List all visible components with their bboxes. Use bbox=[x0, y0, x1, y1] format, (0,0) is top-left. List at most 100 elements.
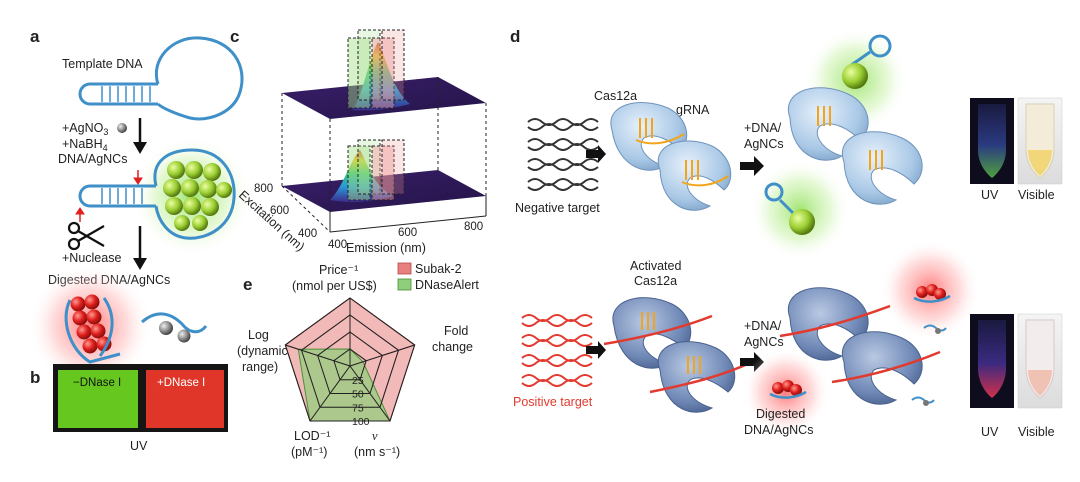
axis-nu-label: ν bbox=[372, 429, 378, 443]
template-dna-hairpin bbox=[78, 36, 244, 121]
agncs-label-2: AgNCs bbox=[744, 335, 784, 349]
probe-green-1 bbox=[842, 34, 892, 89]
cas12a-complex-neg-2 bbox=[657, 140, 732, 211]
visible-tube-positive bbox=[1017, 313, 1063, 409]
legend-label-dnasealert: DNaseAlert bbox=[415, 278, 479, 292]
panel-b: −DNase I +DNase I UV bbox=[53, 364, 228, 453]
radar-grid-overlay bbox=[284, 297, 416, 422]
axis-log-label-2: (dynamic bbox=[237, 344, 288, 358]
plus-dnase-label: +DNase I bbox=[157, 377, 205, 389]
axis-price-unit: (nmol per US$) bbox=[292, 279, 377, 293]
panel-label-b: b bbox=[30, 368, 40, 387]
uv-tube-negative bbox=[970, 98, 1014, 184]
nuclease-label: +Nuclease bbox=[62, 251, 121, 265]
arrow-down-1 bbox=[133, 118, 147, 154]
digested-cluster-1 bbox=[913, 284, 951, 303]
radar-spoke-2 bbox=[349, 365, 391, 422]
minus-dnase-sample bbox=[58, 370, 138, 428]
digested-d-label-2: DNA/AgNCs bbox=[744, 423, 813, 437]
legend-swatch-subak2 bbox=[397, 262, 412, 275]
activated-label-2: Cas12a bbox=[634, 274, 677, 288]
panel-label-a: a bbox=[30, 27, 40, 46]
panel-d: Negative target Cas12a gRNA +DNA/ AgNCs bbox=[513, 28, 1063, 439]
nabh4-label: +NaBH4 bbox=[62, 137, 108, 153]
cas12a-label: Cas12a bbox=[594, 89, 637, 103]
axis-price-label: Price⁻¹ bbox=[319, 263, 358, 277]
uv-tube-positive bbox=[970, 314, 1014, 408]
positive-target-label: Positive target bbox=[513, 395, 593, 409]
red-highlight-box-upper bbox=[371, 29, 405, 109]
lower-peak bbox=[330, 150, 394, 203]
released-fragments-d bbox=[911, 324, 947, 406]
panel-label-d: d bbox=[510, 27, 520, 46]
radar-tick-75: 75 bbox=[352, 402, 364, 414]
cas12a-complex-intact-1 bbox=[787, 87, 869, 161]
digested-cluster-2 bbox=[769, 380, 807, 399]
plus-dna-label: +DNA/ bbox=[744, 121, 782, 135]
axis-lod-label: LOD⁻¹ bbox=[294, 429, 330, 443]
visible-label-d-1: Visible bbox=[1018, 188, 1055, 202]
cut-site-arrows bbox=[75, 170, 143, 222]
template-dna-label: Template DNA bbox=[62, 57, 143, 71]
radar-tick-50: 50 bbox=[352, 389, 364, 401]
uv-label-d-1: UV bbox=[981, 188, 999, 202]
activated-cas12a-3 bbox=[779, 287, 891, 361]
panel-label-c: c bbox=[230, 27, 239, 46]
silver-ion-sphere bbox=[117, 123, 127, 133]
visible-tube-negative bbox=[1017, 97, 1063, 185]
axis-fold-label: Fold bbox=[444, 324, 468, 338]
agno3-label: +AgNO3 bbox=[62, 121, 108, 137]
radar-tick-100: 100 bbox=[352, 416, 370, 428]
upper-peak bbox=[352, 42, 410, 111]
radar-spoke-4 bbox=[285, 344, 351, 367]
legend-label-subak2: Subak-2 bbox=[415, 262, 462, 276]
red-highlight-box-lower bbox=[371, 139, 405, 201]
radar-spoke-3 bbox=[309, 365, 351, 422]
scissors-icon bbox=[67, 221, 105, 251]
radar-legend: Subak-2 DNaseAlert bbox=[397, 262, 479, 292]
activated-cas12a-1 bbox=[603, 297, 713, 369]
radar-ring-25 bbox=[333, 348, 367, 381]
emission-tick-800: 800 bbox=[464, 221, 483, 233]
emission-tick-600: 600 bbox=[398, 227, 417, 239]
axis-lod-unit: (pM⁻¹) bbox=[291, 445, 327, 459]
excitation-tick-600: 600 bbox=[270, 205, 289, 217]
cas12a-complex-neg-1 bbox=[610, 102, 688, 171]
agncs-label: AgNCs bbox=[744, 137, 784, 151]
axis-fold-label-2: change bbox=[432, 340, 473, 354]
axis-log-label: Log bbox=[248, 328, 269, 342]
red-silver-cluster bbox=[64, 294, 121, 364]
red-glow bbox=[28, 264, 152, 388]
arrow-right-neg bbox=[586, 145, 606, 163]
dna-agncs-label: DNA/AgNCs bbox=[58, 152, 127, 166]
positive-target-dna bbox=[521, 314, 593, 387]
plus-dna-label-2: +DNA/ bbox=[744, 319, 782, 333]
grna-label: gRNA bbox=[676, 103, 710, 117]
radar-ring-50 bbox=[317, 331, 383, 395]
activated-label: Activated bbox=[630, 259, 681, 273]
panel-c: 800 600 400 400 600 800 Excitation (nm) … bbox=[236, 29, 487, 255]
uv-label-d-2: UV bbox=[981, 425, 999, 439]
radar-ring-75 bbox=[300, 314, 400, 408]
axis-frame bbox=[281, 185, 487, 233]
arrow-right-pos bbox=[586, 341, 606, 359]
arrow-down-2 bbox=[133, 226, 147, 270]
excitation-tick-800: 800 bbox=[254, 183, 273, 195]
excitation-tick-400: 400 bbox=[298, 228, 317, 240]
digested-d-label: Digested bbox=[756, 407, 805, 421]
legend-swatch-dnasealert bbox=[397, 278, 412, 291]
green-silver-cluster bbox=[163, 161, 232, 231]
activated-cas12a-4 bbox=[831, 331, 941, 405]
green-highlight-box-lower bbox=[347, 139, 381, 201]
activated-cas12a-2 bbox=[649, 341, 753, 413]
visible-label-d-2: Visible bbox=[1018, 425, 1055, 439]
minus-dnase-label: −DNase I bbox=[73, 377, 121, 389]
radar-ring-100 bbox=[284, 297, 416, 422]
plus-dnase-sample bbox=[146, 370, 224, 428]
panel-e: Price⁻¹ (nmol per US$) Subak-2 DNaseAler… bbox=[237, 262, 479, 459]
emission-axis-label: Emission (nm) bbox=[346, 241, 426, 255]
probe-green-2 bbox=[764, 182, 815, 235]
